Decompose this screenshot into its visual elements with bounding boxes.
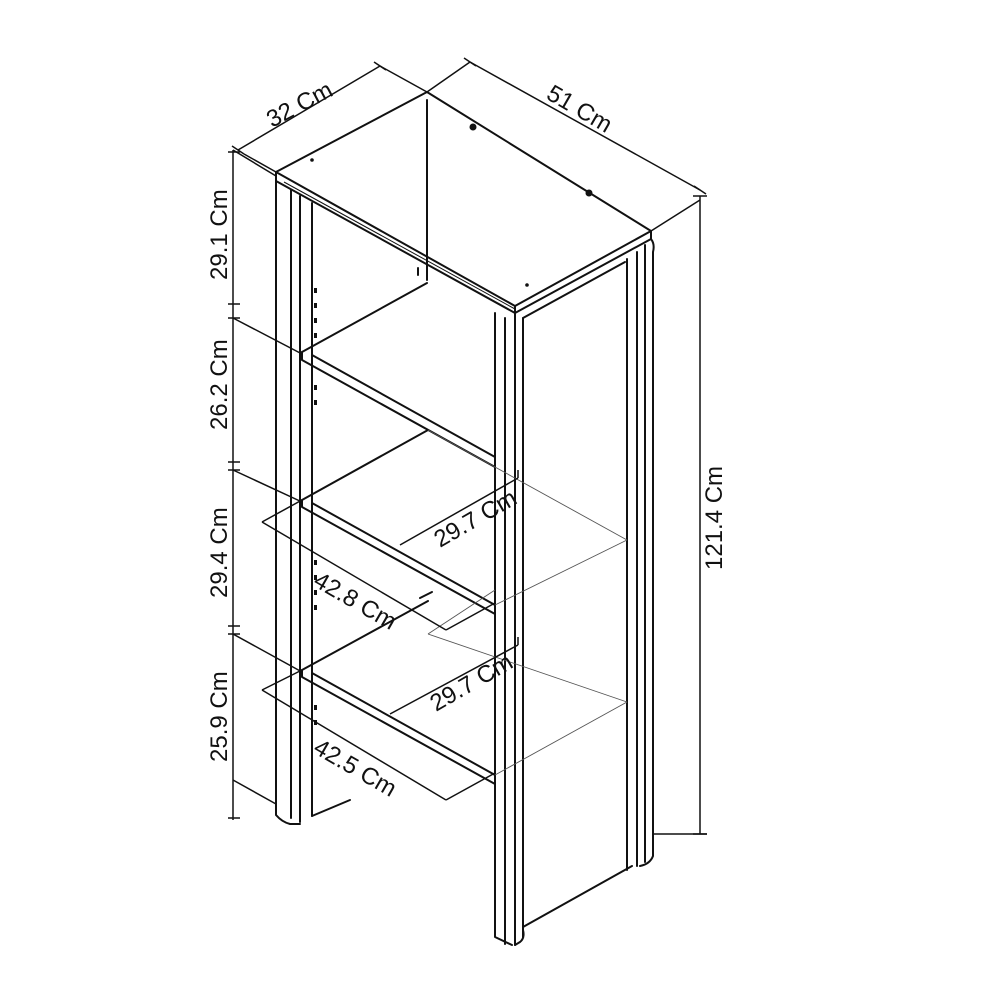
dimension-total-height: [653, 195, 707, 835]
top-hole-1: [469, 123, 477, 131]
top-hole-3: [310, 158, 314, 162]
label-section-bottom: 25.9 Cm: [206, 671, 233, 762]
dimension-lower-shelf: [261, 637, 519, 801]
label-section-lower: 29.4 Cm: [206, 507, 233, 598]
top-hole-2: [585, 189, 593, 197]
label-upper-shelf-depth: 29.7 Cm: [430, 484, 522, 553]
label-section-top: 29.1 Cm: [206, 189, 233, 280]
label-lower-shelf-depth: 29.7 Cm: [426, 648, 518, 717]
label-lower-shelf-width: 42.5 Cm: [309, 734, 401, 803]
bookcase-drawing: [275, 91, 655, 946]
left-side-panel: [275, 180, 317, 825]
upper-adjustable-shelf: [301, 429, 628, 615]
dimension-upper-shelf: [261, 470, 519, 631]
top-hole-4: [525, 283, 529, 287]
label-depth: 32 Cm: [262, 76, 337, 133]
dimension-depth: [231, 61, 428, 173]
shelf-pin-holes: [314, 288, 317, 725]
dimension-lines: [228, 57, 707, 835]
label-section-upper: 26.2 Cm: [206, 339, 233, 430]
right-side-panel: [494, 238, 655, 946]
fixed-shelf: [301, 282, 496, 468]
back-panel: [311, 99, 428, 817]
label-width: 51 Cm: [542, 80, 617, 139]
label-total-height: 121.4 Cm: [701, 466, 728, 570]
dimension-sections: [228, 149, 303, 820]
dimension-width: [426, 57, 707, 232]
